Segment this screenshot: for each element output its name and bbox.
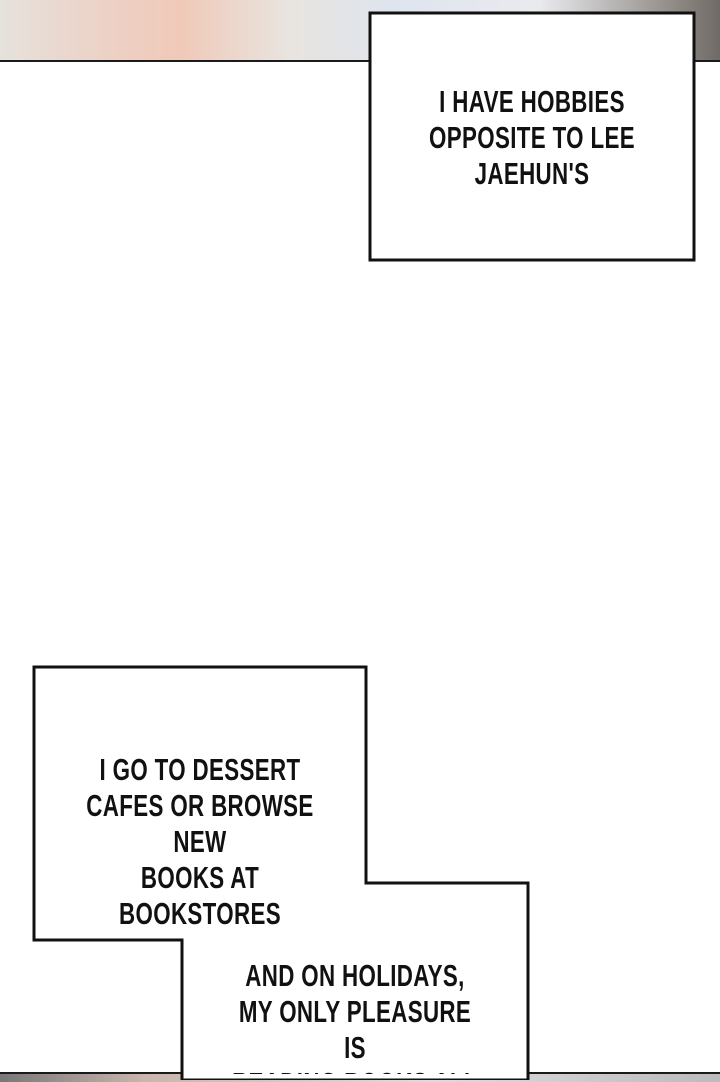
caption-text-3: AND ON HOLIDAYS, MY ONLY PLEASURE IS REA… — [232, 958, 477, 1074]
caption-box-1 — [368, 11, 696, 262]
caption-box-2 — [32, 665, 530, 1080]
caption-text-2: I GO TO DESSERT CAFES OR BROWSE NEW BOOK… — [86, 752, 314, 931]
caption-text-1: I HAVE HOBBIES OPPOSITE TO LEE JAEHUN'S — [429, 84, 635, 191]
